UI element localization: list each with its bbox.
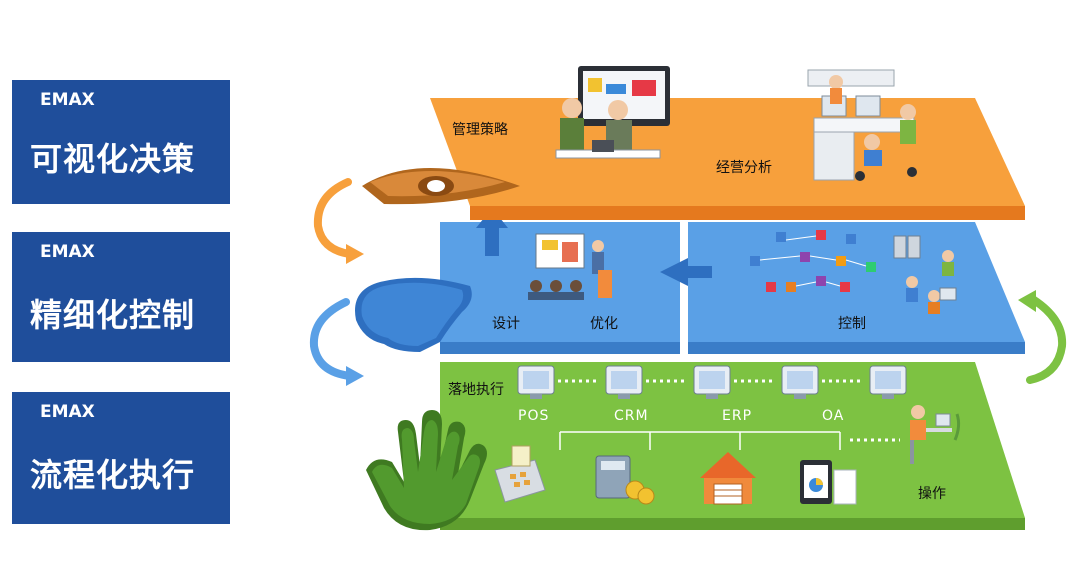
monitor-icon [781, 365, 819, 399]
calculator-coins-icon [595, 455, 655, 505]
warehouse-icon [700, 452, 756, 505]
middle-layer: 设计 优化 控制 [440, 208, 1025, 354]
monitor-icon [517, 365, 555, 399]
monitor-icon [693, 365, 731, 399]
worker-desk-icon [910, 405, 961, 464]
eye-icon [362, 168, 520, 205]
level-title: 可视化决策 [30, 140, 196, 178]
hand-icon [366, 410, 487, 531]
control-label: 控制 [838, 316, 866, 332]
presentation-icon [528, 233, 612, 300]
system-label: CRM [614, 408, 649, 424]
blue-cycle-arrow-icon [309, 298, 364, 386]
system-label: ERP [722, 408, 752, 424]
top-layer: 管理策略 经营分析 [430, 66, 1025, 220]
office-illustration [807, 69, 917, 181]
bottom-layer: POS CRM ERP OA 落地执行 操作 [440, 362, 1025, 530]
execution-label: 落地执行 [448, 382, 504, 398]
optimize-label: 优化 [590, 316, 618, 332]
level-box-decision: EMAX 可视化决策 [12, 80, 230, 204]
orange-cycle-arrow-icon [313, 178, 364, 264]
green-cycle-arrow-icon [1018, 290, 1067, 384]
design-label: 设计 [492, 316, 520, 332]
level-sub-label: EMAX [40, 242, 95, 262]
strategy-label: 管理策略 [452, 121, 508, 138]
head-icon [355, 277, 472, 352]
monitor-icon [605, 365, 643, 399]
level-title: 精细化控制 [30, 296, 196, 334]
operate-label: 操作 [918, 486, 946, 502]
monitor-icon [869, 365, 907, 399]
level-title: 流程化执行 [30, 456, 196, 494]
system-label: POS [518, 408, 549, 424]
system-label: OA [822, 408, 844, 424]
pos-terminal-icon [494, 445, 546, 503]
level-box-execution: EMAX 流程化执行 [12, 392, 230, 524]
tablet-chart-icon [800, 460, 857, 505]
level-sub-label: EMAX [40, 402, 95, 422]
network-cubes-icon [750, 230, 876, 292]
level-box-control: EMAX 精细化控制 [12, 232, 230, 362]
meeting-illustration [555, 66, 670, 159]
level-sub-label: EMAX [40, 90, 95, 110]
server-workers-icon [893, 235, 957, 314]
analysis-label: 经营分析 [716, 160, 772, 176]
